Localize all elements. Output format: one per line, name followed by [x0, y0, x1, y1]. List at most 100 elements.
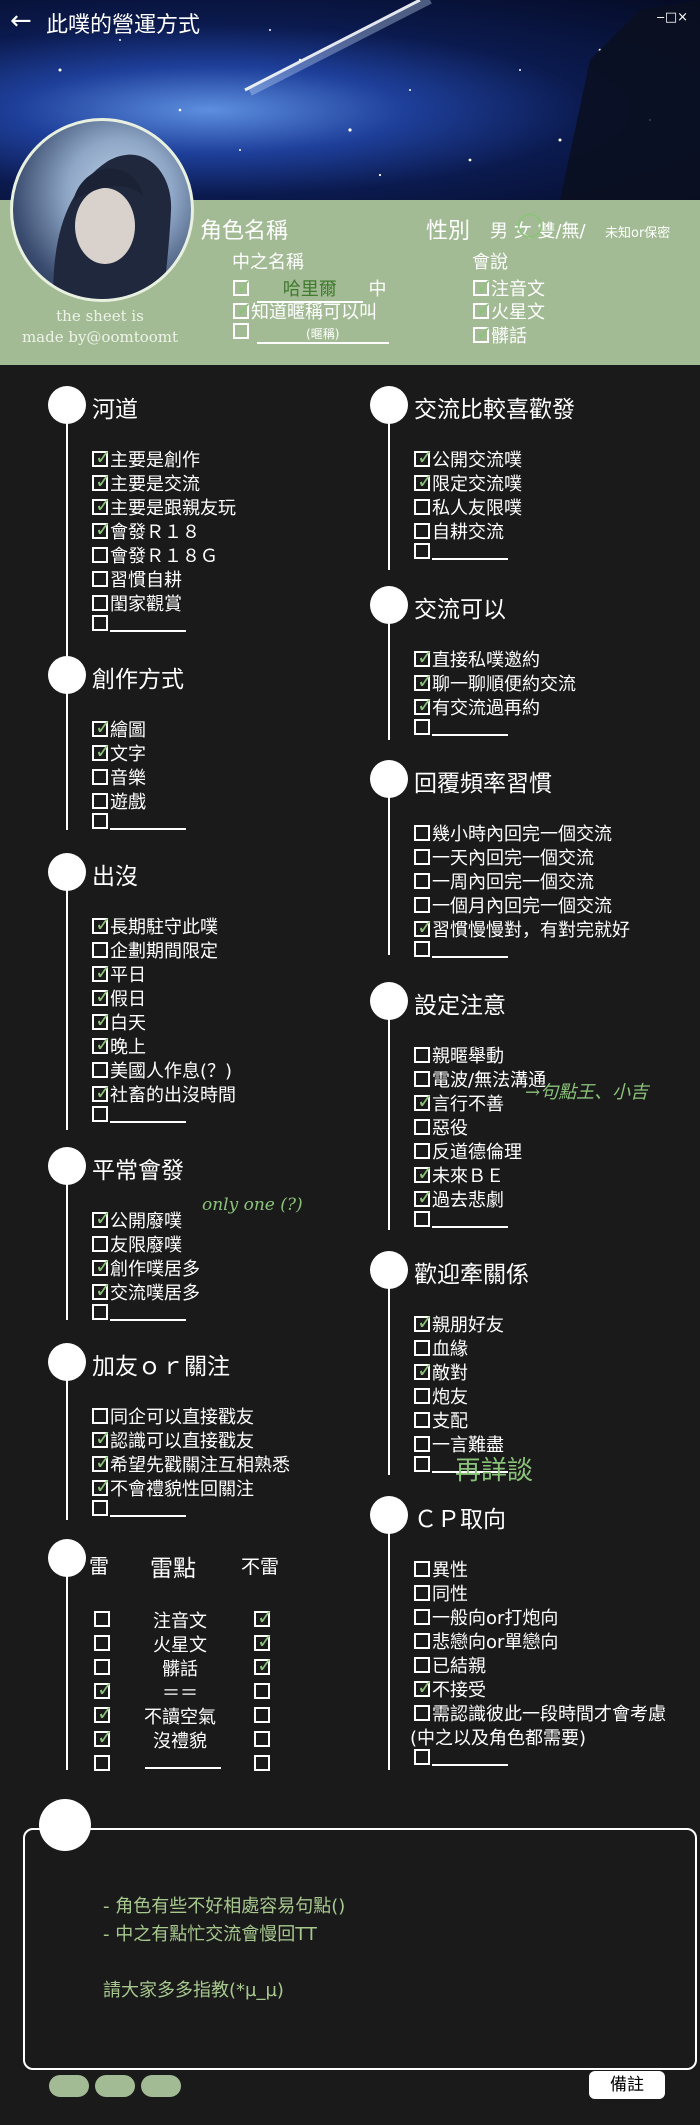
blank-line[interactable]	[110, 1501, 186, 1517]
checkbox[interactable]	[92, 595, 108, 611]
checkbox[interactable]: ✓	[414, 1675, 434, 1699]
checkbox[interactable]: ✓	[414, 1185, 434, 1209]
checkbox[interactable]: ✓	[92, 715, 112, 739]
checkbox[interactable]: ✓	[92, 1080, 112, 1104]
checkbox[interactable]	[92, 547, 108, 563]
trigger-right-checkbox[interactable]	[254, 1707, 270, 1723]
checkbox[interactable]	[414, 1436, 430, 1452]
checkbox[interactable]	[92, 571, 108, 587]
checkbox[interactable]	[233, 323, 249, 339]
checkbox[interactable]	[414, 897, 430, 913]
blank-line[interactable]	[432, 1212, 508, 1228]
checkbox[interactable]: ✓	[414, 445, 434, 469]
checkbox[interactable]	[92, 942, 108, 958]
trigger-left-checkbox[interactable]	[94, 1611, 110, 1627]
checkbox[interactable]: ✓	[92, 469, 112, 493]
checkbox[interactable]	[92, 1304, 108, 1320]
checkbox[interactable]: ✓	[233, 297, 253, 321]
page-tab[interactable]	[95, 2075, 135, 2097]
blank-line[interactable]	[145, 1753, 221, 1769]
checkbox[interactable]	[414, 1340, 430, 1356]
checkbox[interactable]: ✓	[92, 1474, 112, 1498]
checkbox[interactable]	[92, 615, 108, 631]
checkbox[interactable]: ✓	[414, 1161, 434, 1185]
checkbox[interactable]	[92, 813, 108, 829]
checkbox[interactable]: ✓	[473, 297, 493, 321]
checkbox[interactable]: ✓	[92, 960, 112, 984]
nickname-field[interactable]: 哈里爾	[256, 275, 363, 303]
checkbox[interactable]: ✓	[414, 915, 434, 939]
checkbox[interactable]: ✓	[92, 1278, 112, 1302]
checkbox[interactable]	[414, 1633, 430, 1649]
checkbox[interactable]: ✓	[92, 517, 112, 541]
blank-line[interactable]	[432, 1457, 508, 1473]
checkbox[interactable]	[414, 873, 430, 889]
checkbox[interactable]	[414, 1119, 430, 1135]
checkbox[interactable]	[414, 1412, 430, 1428]
trigger-left-checkbox[interactable]: ✓	[94, 1701, 114, 1725]
checkbox[interactable]: ✓	[92, 1426, 112, 1450]
trigger-left-checkbox[interactable]	[94, 1635, 110, 1651]
page-tab[interactable]	[141, 2075, 181, 2097]
checkbox[interactable]: ✓	[414, 1358, 434, 1382]
checkbox[interactable]: ✓	[414, 1089, 434, 1113]
checkbox[interactable]	[414, 1211, 430, 1227]
blank-line[interactable]	[432, 1750, 508, 1766]
checkbox[interactable]	[92, 1408, 108, 1424]
trigger-left-checkbox[interactable]	[94, 1755, 110, 1771]
checkbox[interactable]: ✓	[414, 645, 434, 669]
checkbox[interactable]	[92, 1236, 108, 1252]
checkbox[interactable]	[414, 1047, 430, 1063]
checkbox[interactable]: ✓	[92, 984, 112, 1008]
checkbox[interactable]	[414, 849, 430, 865]
checkbox[interactable]: ✓	[473, 321, 493, 345]
checkbox[interactable]: ✓	[92, 493, 112, 517]
checkbox[interactable]	[414, 1585, 430, 1601]
trigger-right-checkbox[interactable]: ✓	[254, 1605, 274, 1629]
page-tab[interactable]	[49, 2075, 89, 2097]
checkbox[interactable]	[414, 1561, 430, 1577]
checkbox[interactable]: ✓	[473, 274, 493, 298]
checkbox[interactable]	[414, 1143, 430, 1159]
checkbox[interactable]	[414, 1705, 430, 1721]
checkbox[interactable]	[414, 825, 430, 841]
blank-line[interactable]	[432, 942, 508, 958]
checkbox[interactable]	[414, 1609, 430, 1625]
window-controls-icon[interactable]: ‒□×	[656, 10, 688, 25]
checkbox[interactable]	[414, 941, 430, 957]
checkbox[interactable]	[414, 1071, 430, 1087]
checkbox[interactable]: ✓	[414, 693, 434, 717]
checkbox[interactable]	[414, 1388, 430, 1404]
blank-line[interactable]	[432, 544, 508, 560]
blank-line[interactable]	[110, 1107, 186, 1123]
checkbox[interactable]	[414, 499, 430, 515]
checkbox[interactable]	[92, 1062, 108, 1078]
trigger-left-checkbox[interactable]: ✓	[94, 1677, 114, 1701]
checkbox[interactable]	[414, 543, 430, 559]
trigger-right-checkbox[interactable]: ✓	[254, 1653, 274, 1677]
blank-line[interactable]	[110, 814, 186, 830]
blank-line[interactable]	[110, 616, 186, 632]
memo-button[interactable]: 備註	[589, 2071, 665, 2099]
checkbox[interactable]	[92, 1500, 108, 1516]
checkbox[interactable]	[414, 719, 430, 735]
checkbox[interactable]: ✓	[92, 1450, 112, 1474]
checkbox[interactable]	[414, 1456, 430, 1472]
trigger-right-checkbox[interactable]	[254, 1731, 270, 1747]
checkbox[interactable]: ✓	[92, 1008, 112, 1032]
checkbox[interactable]	[414, 523, 430, 539]
checkbox[interactable]	[414, 1657, 430, 1673]
checkbox[interactable]: ✓	[92, 1206, 112, 1230]
trigger-left-checkbox[interactable]: ✓	[94, 1725, 114, 1749]
checkbox[interactable]: ✓	[92, 1254, 112, 1278]
checkbox[interactable]: ✓	[92, 445, 112, 469]
checkbox[interactable]: ✓	[233, 274, 253, 298]
back-arrow-icon[interactable]: ←	[10, 6, 32, 36]
checkbox[interactable]	[92, 1106, 108, 1122]
checkbox[interactable]: ✓	[92, 912, 112, 936]
checkbox[interactable]: ✓	[414, 469, 434, 493]
trigger-right-checkbox[interactable]: ✓	[254, 1629, 274, 1653]
blank-line[interactable]	[432, 720, 508, 736]
blank-line[interactable]	[110, 1305, 186, 1321]
checkbox[interactable]	[414, 1749, 430, 1765]
